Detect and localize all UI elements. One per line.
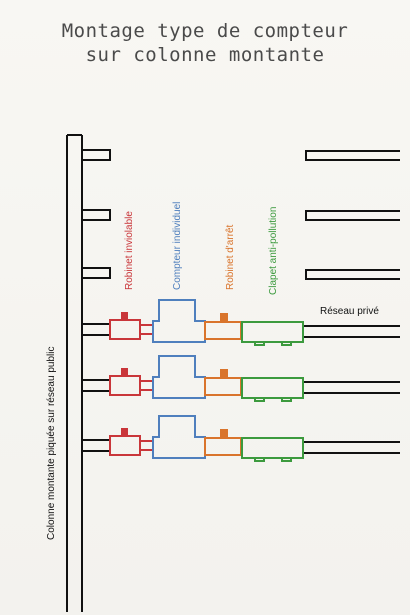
right-stubs: [305, 150, 400, 280]
supply-pipe: [82, 379, 400, 394]
check-valve: [241, 377, 304, 402]
tap-inviolable: [109, 428, 153, 456]
left-stub: [82, 209, 111, 221]
right-stub: [305, 150, 400, 161]
tap-inviolable-label: Robinet inviolable: [124, 211, 135, 290]
check-valve: [241, 437, 304, 462]
stop-tap: [204, 429, 242, 456]
check-valve: [241, 321, 304, 346]
title-line-1: Montage type de compteur: [61, 20, 349, 42]
assembly-2: [82, 355, 400, 402]
supply-pipe: [82, 323, 400, 338]
tap-inviolable: [109, 368, 153, 396]
individual-meter: [152, 355, 206, 399]
left-stubs: [82, 149, 111, 279]
left-stub: [82, 267, 111, 279]
check-valve-label: Clapet anti-pollution: [268, 206, 279, 295]
stop-tap: [204, 369, 242, 396]
riser-column: [66, 134, 83, 612]
title-line-2: sur colonne montante: [85, 44, 325, 66]
individual-meter: [152, 415, 206, 459]
right-stub: [305, 210, 400, 221]
left-stub: [82, 149, 111, 161]
individual-meter: [152, 299, 206, 343]
right-stub: [305, 269, 400, 280]
stop-tap: [204, 313, 242, 340]
meter-label: Compteur individuel: [172, 201, 183, 290]
assembly-1: [82, 299, 400, 346]
assembly-3: [82, 415, 400, 462]
private-network-label: Réseau privé: [320, 306, 379, 317]
tap-inviolable: [109, 312, 153, 340]
riser-label: Colonne montante piquée sur réseau publi…: [46, 346, 57, 540]
stop-tap-label: Robinet d'arrêt: [225, 224, 236, 290]
supply-pipe: [82, 439, 400, 454]
